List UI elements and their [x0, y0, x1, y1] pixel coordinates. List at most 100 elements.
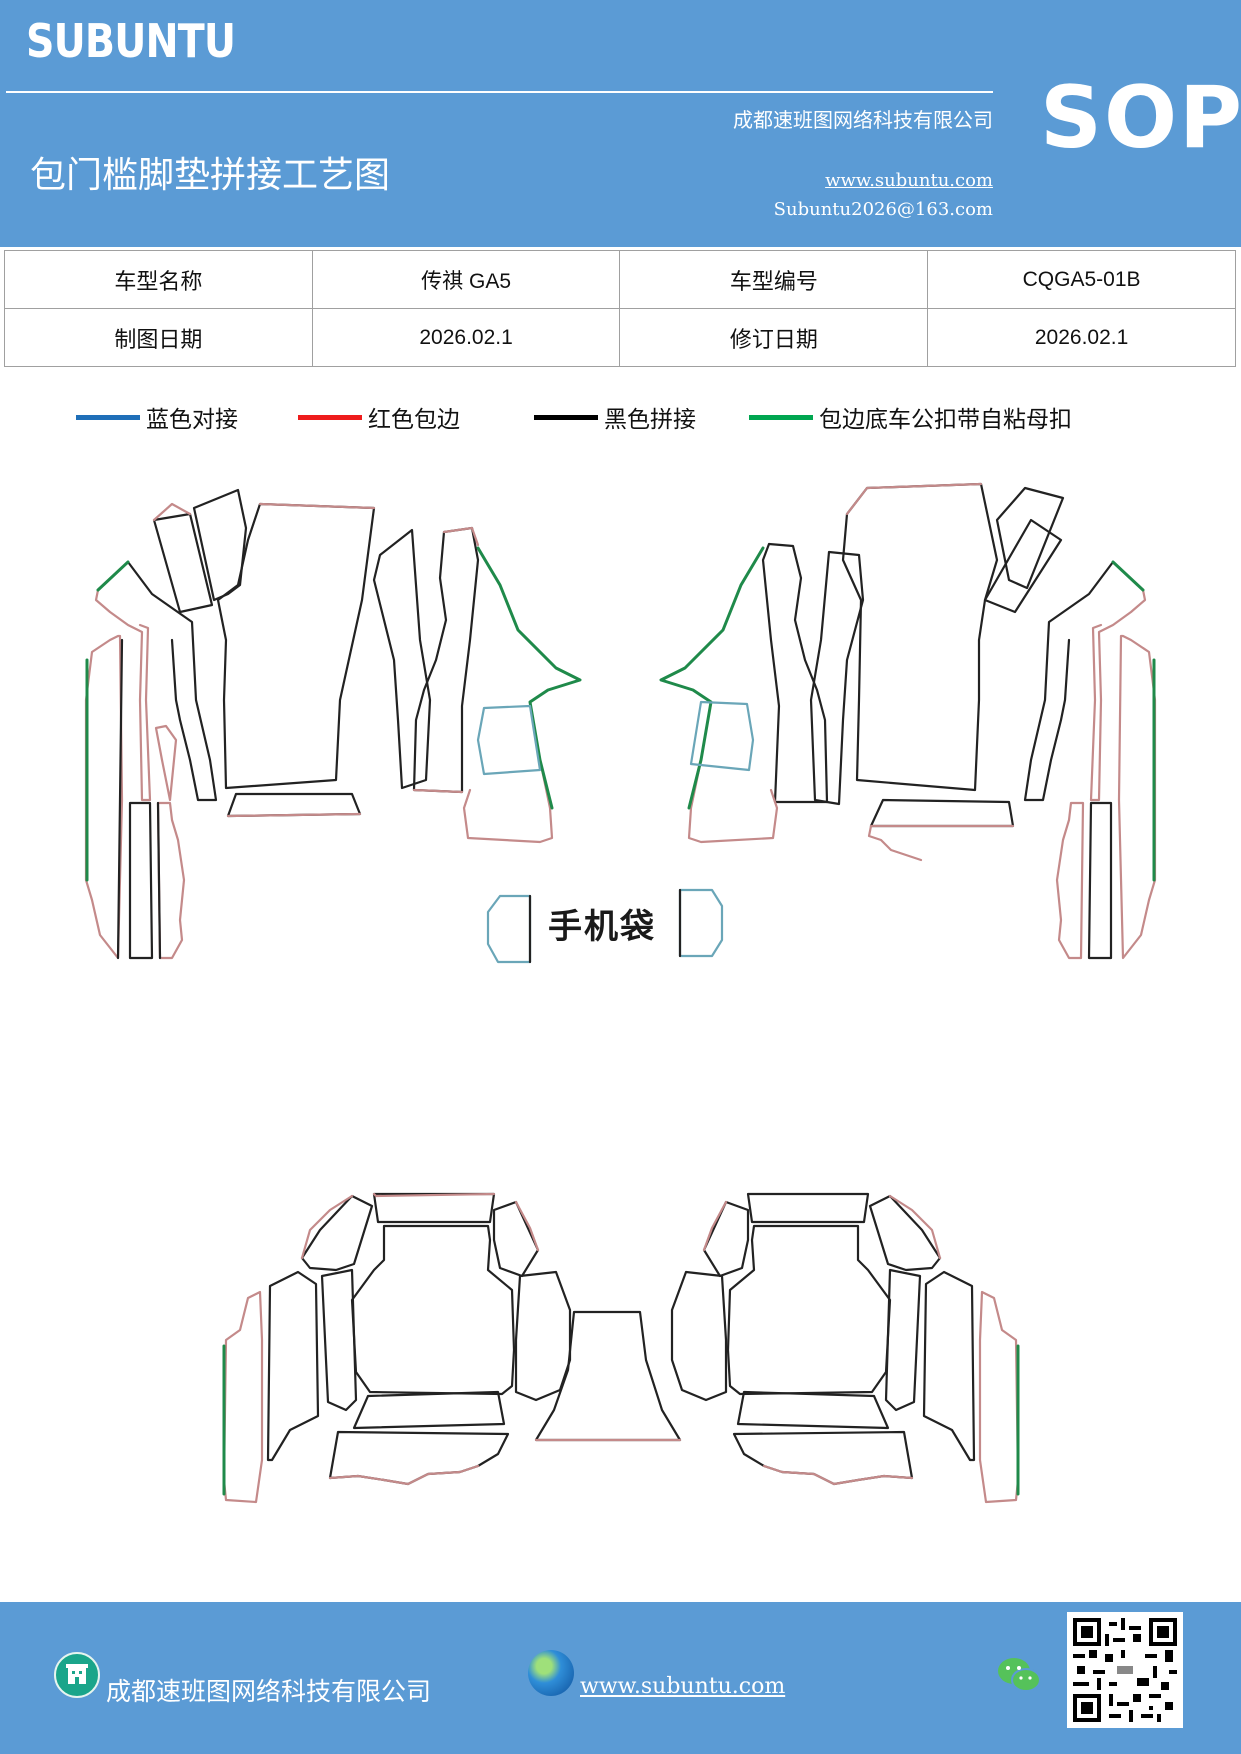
legend-swatch-blue: [76, 414, 140, 420]
mat-piece: [888, 1194, 942, 1260]
mat-strap: [96, 560, 130, 592]
model-code-label: 车型编号: [619, 250, 929, 309]
mat-piece: [300, 1194, 374, 1272]
mat-piece: [442, 526, 480, 547]
footer-company: 成都速班图网络科技有限公司: [106, 1677, 432, 1706]
mat-piece: [152, 512, 214, 614]
rear-left-mat: [222, 1192, 572, 1504]
mat-piece: [216, 502, 376, 790]
mat-piece: [350, 1224, 516, 1396]
mat-piece: [809, 550, 865, 806]
mat-strap: [476, 546, 582, 810]
mat-piece: [659, 546, 779, 844]
mat-piece: [868, 1194, 942, 1272]
mat-piece: [94, 560, 152, 802]
header-website-link[interactable]: www.subuntu.com: [825, 170, 993, 191]
revise-date-value: 2026.02.1: [927, 308, 1236, 367]
wechat-icon: [996, 1654, 1042, 1696]
rear-center-hump: [534, 1310, 682, 1442]
mat-piece: [226, 812, 362, 818]
legend-item-blue: 蓝色对接: [76, 400, 238, 434]
mat-piece: [258, 502, 376, 510]
header-divider: [6, 91, 993, 93]
mat-piece: [320, 1268, 358, 1412]
mat-piece: [702, 1200, 728, 1252]
front-right-mat: [659, 482, 1157, 960]
mat-piece: [192, 488, 248, 602]
page-title: 包门槛脚垫拼接工艺图: [30, 155, 391, 196]
mat-piece: [995, 486, 1065, 590]
legend-swatch-red: [298, 414, 362, 420]
mat-seam: [126, 560, 218, 802]
mat-piece: [372, 1192, 496, 1224]
footer-website-link[interactable]: www.subuntu.com: [580, 1674, 786, 1699]
mat-piece: [514, 1270, 572, 1402]
model-name-label: 车型名称: [4, 250, 313, 309]
mat-piece: [761, 542, 829, 804]
model-code-value: CQGA5-01B: [927, 250, 1236, 309]
mat-piece: [841, 482, 999, 792]
pattern-svg: [84, 482, 1157, 1504]
line-legend: 蓝色对接 红色包边 黑色拼接 包边底车公扣带自粘母扣: [0, 400, 1241, 440]
page-footer: 成都速班图网络科技有限公司 www.subuntu.com: [0, 1602, 1241, 1754]
phone-pockets: [486, 888, 724, 964]
mat-piece: [1055, 801, 1085, 960]
mat-piece: [328, 1464, 480, 1486]
draw-date-label: 制图日期: [4, 308, 313, 367]
legend-label: 黑色拼接: [604, 407, 696, 433]
mat-piece: [266, 1270, 320, 1462]
mat-piece: [222, 1290, 264, 1504]
mat-piece: [702, 1200, 750, 1278]
mat-strap: [1111, 560, 1145, 592]
header-company: 成都速班图网络科技有限公司: [733, 108, 993, 132]
rear-right-mat: [670, 1192, 1020, 1504]
phone-pocket-left: [486, 894, 532, 964]
model-name-value: 传祺 GA5: [311, 250, 621, 309]
mat-piece: [746, 1192, 870, 1224]
mat-piece: [922, 1270, 976, 1462]
mat-seam: [116, 638, 124, 960]
mat-piece: [226, 792, 362, 818]
front-left-mat: [84, 488, 582, 960]
draw-date-value: 2026.02.1: [311, 308, 621, 367]
qr-code[interactable]: [1067, 1612, 1183, 1728]
mat-piece: [1117, 634, 1157, 960]
mat-piece: [492, 1200, 540, 1278]
legend-swatch-green: [749, 414, 813, 420]
legend-label: 蓝色对接: [146, 407, 238, 433]
mat-piece: [884, 1268, 922, 1412]
mat-piece: [1089, 560, 1147, 802]
mat-piece: [845, 482, 983, 516]
sop-badge: SOP: [1040, 68, 1241, 168]
page-header: SUBUNTU SOP 成都速班图网络科技有限公司 包门槛脚垫拼接工艺图 www…: [0, 0, 1241, 247]
mat-piece: [152, 502, 192, 522]
mat-piece: [412, 788, 464, 794]
floor-mat-pattern-drawing: 手机袋: [0, 440, 1241, 1580]
revise-date-label: 修订日期: [619, 308, 929, 367]
table-row: 制图日期 2026.02.1 修订日期 2026.02.1: [4, 308, 1236, 367]
mat-piece: [372, 1192, 496, 1198]
vehicle-info-table: 车型名称 传祺 GA5 车型编号 CQGA5-01B 制图日期 2026.02.…: [4, 250, 1236, 367]
legend-item-black: 黑色拼接: [534, 400, 696, 434]
mat-piece: [128, 801, 154, 960]
mat-strap: [659, 546, 765, 810]
mat-seam: [156, 801, 162, 960]
mat-piece: [156, 801, 186, 960]
mat-piece: [462, 546, 582, 844]
mat-piece: [736, 1390, 890, 1430]
globe-icon: [528, 1650, 574, 1696]
table-row: 车型名称 传祺 GA5 车型编号 CQGA5-01B: [4, 250, 1236, 309]
mat-piece: [762, 1464, 914, 1486]
mat-piece: [154, 724, 178, 802]
mat-piece: [352, 1390, 506, 1430]
mat-piece: [84, 634, 124, 960]
legend-item-green: 包边底车公扣带自粘母扣: [749, 400, 1072, 434]
header-email: Subuntu2026@163.com: [773, 199, 993, 220]
mat-piece: [514, 1200, 540, 1252]
legend-swatch-black: [534, 414, 598, 420]
mat-piece: [869, 798, 1015, 828]
phone-pocket-right: [678, 888, 724, 958]
mat-piece: [372, 528, 432, 790]
mat-piece: [670, 1270, 728, 1402]
mat-butt: [476, 704, 542, 776]
